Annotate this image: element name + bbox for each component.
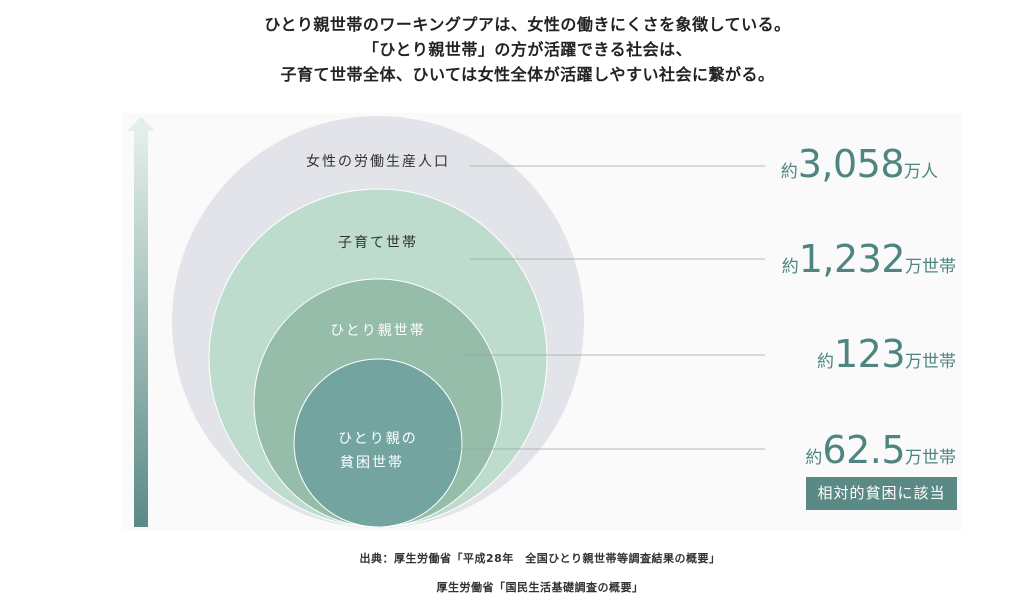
relative-poverty-badge: 相対的貧困に該当: [806, 477, 957, 510]
label-poverty-line1: ひとり親の: [338, 431, 418, 447]
headline-line-3: 子育て世帯全体、ひいては女性全体が活躍しやすい社会に繋がる。: [280, 65, 775, 84]
value-prefix: 約: [805, 448, 823, 468]
value-number: 123: [833, 332, 906, 376]
value-number: 3,058: [797, 142, 905, 186]
value-unit: 万世帯: [905, 257, 956, 277]
value-unit: 万世帯: [905, 352, 956, 372]
value-female-working-population: 約3,058万人: [781, 142, 938, 186]
value-child-rearing-households: 約1,232万世帯: [782, 237, 956, 281]
headline-line-1: ひとり親世帯のワーキングプアは、女性の働きにくさを象徴している。: [264, 15, 791, 34]
value-number: 1,232: [798, 237, 906, 281]
scale-arrow: [127, 117, 155, 527]
source-line-1: 出典：厚生労働省「平成28年 全国ひとり親世帯等調査結果の概要」: [359, 552, 721, 565]
value-unit: 万世帯: [905, 448, 956, 468]
source-line-2: 厚生労働省「国民生活基礎調査の概要」: [436, 581, 644, 594]
label-poverty-line2: 貧困世帯: [340, 455, 404, 471]
value-prefix: 約: [816, 352, 834, 372]
label-single-parent-households: ひとり親世帯: [330, 323, 426, 339]
value-single-parent-households: 約123万世帯: [817, 332, 956, 376]
circle-single-parent-poverty: [293, 358, 463, 528]
value-prefix: 約: [780, 162, 798, 182]
value-unit: 万人: [904, 162, 938, 182]
headline-line-2: 「ひとり親世帯」の方が活躍できる社会は、: [362, 40, 693, 59]
value-number: 62.5: [822, 428, 905, 472]
label-child-rearing-households: 子育て世帯: [338, 235, 418, 251]
value-prefix: 約: [781, 257, 799, 277]
label-female-working-population: 女性の労働生産人口: [306, 154, 450, 170]
value-single-parent-poverty: 約62.5万世帯: [805, 428, 956, 472]
